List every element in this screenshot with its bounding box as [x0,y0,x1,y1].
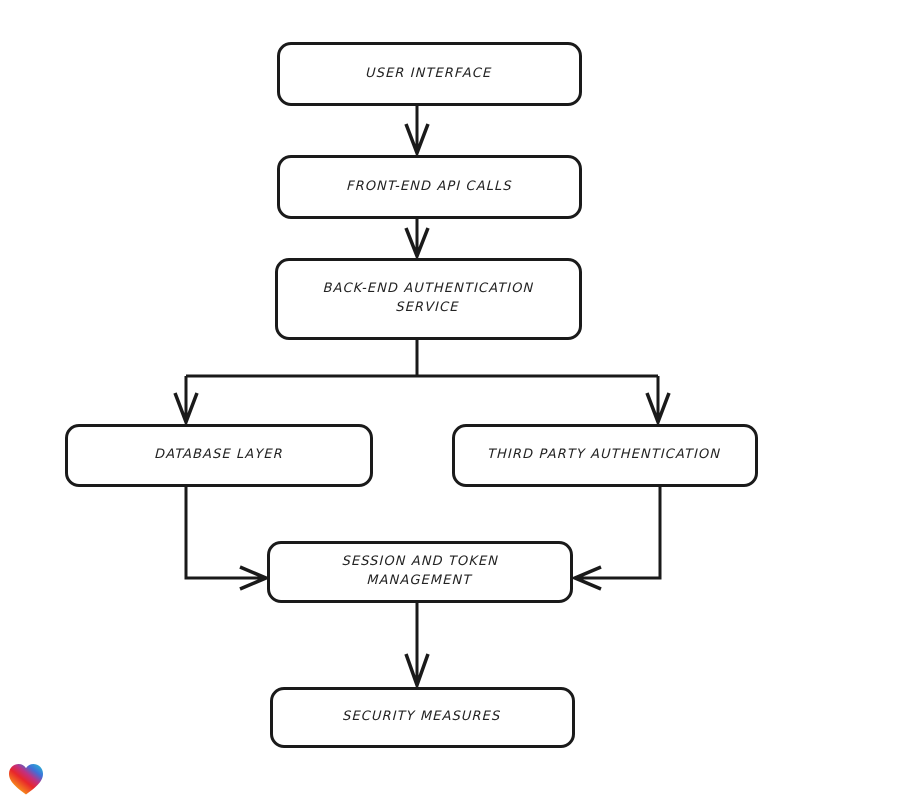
node-label-front-end-api-calls: Front-End API Calls [346,178,513,194]
node-label-user-interface: User Interface [366,65,494,81]
edge-api-to-backend [404,219,430,261]
node-label-session-and-token-management: Session and Token Management [341,554,500,588]
node-label-back-end-authentication-service: Back-End Authentication Service [323,281,535,315]
edge-backend-to-thirdparty [645,376,671,427]
edge-backend-fanout-bus [186,340,658,378]
node-back-end-authentication-service[interactable]: Back-End Authentication Service [275,258,582,340]
node-security-measures[interactable]: Security Measures [270,687,575,748]
node-database-layer[interactable]: Database Layer [65,424,373,487]
node-front-end-api-calls[interactable]: Front-End API Calls [277,155,582,219]
node-session-and-token-management[interactable]: Session and Token Management [267,541,573,603]
edge-thirdparty-to-session [570,487,662,591]
edge-ui-to-api [404,106,430,158]
node-third-party-authentication[interactable]: Third Party Authentication [452,424,758,487]
heart-icon [9,764,43,795]
node-user-interface[interactable]: User Interface [277,42,582,106]
node-label-security-measures: Security Measures [343,709,503,725]
node-label-third-party-authentication: Third Party Authentication [488,447,722,463]
edge-backend-to-database [173,376,199,427]
edge-session-to-security [404,603,430,691]
node-label-database-layer: Database Layer [154,447,284,463]
edge-database-to-session [184,487,271,591]
